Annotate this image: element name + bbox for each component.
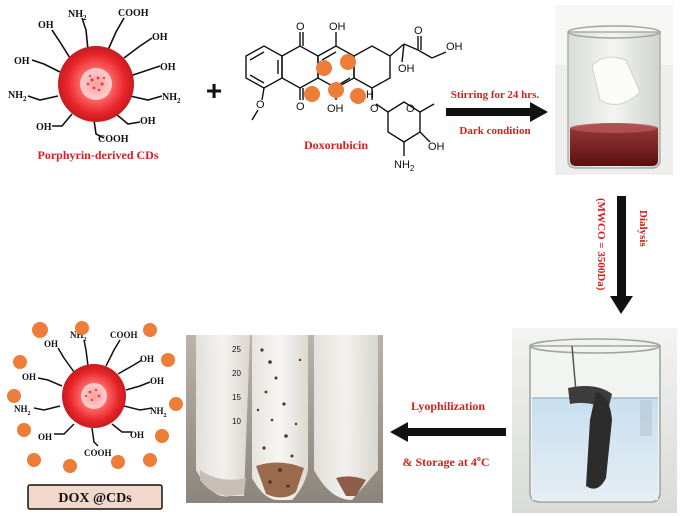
doxorubicin-structure bbox=[245, 32, 447, 156]
svg-text:O: O bbox=[406, 103, 415, 115]
step3-line1: Lyophilization bbox=[411, 399, 485, 413]
product-label-box: DOX @CDs bbox=[27, 484, 163, 510]
svg-text:OH: OH bbox=[446, 41, 463, 53]
step2-line2: (MWCO = 3500Da) bbox=[595, 198, 607, 291]
svg-text:OH: OH bbox=[22, 372, 36, 382]
beaker-photo-dialysis bbox=[512, 328, 677, 513]
svg-text:OH: OH bbox=[44, 339, 58, 349]
arrow-stir bbox=[446, 102, 548, 122]
svg-text:O: O bbox=[370, 103, 379, 115]
cd-group-oh: OH bbox=[140, 116, 156, 127]
svg-text:O: O bbox=[296, 21, 305, 33]
svg-text:H: H bbox=[366, 89, 374, 101]
plus-sign: + bbox=[206, 75, 222, 106]
svg-text:OH: OH bbox=[38, 432, 52, 442]
cd-group-oh: OH bbox=[36, 122, 52, 133]
reactant-label: Porphyrin-derived CDs bbox=[38, 148, 159, 162]
dox-loaded-dots bbox=[7, 321, 183, 473]
svg-text:O: O bbox=[296, 101, 305, 113]
cd-group-cooh: COOH bbox=[118, 8, 149, 19]
cd-group-oh: OH bbox=[14, 56, 30, 67]
cd-particle-top: OH NH2 COOH OH OH NH2 OH NH2 OH COOH OH bbox=[8, 8, 181, 145]
svg-text:COOH: COOH bbox=[84, 448, 112, 458]
svg-text:O: O bbox=[414, 25, 423, 37]
cd-group-nh2: NH2 bbox=[162, 92, 181, 105]
product-label: DOX @CDs bbox=[58, 491, 132, 506]
cd-group-oh: OH bbox=[38, 20, 54, 31]
cd-group-cooh: COOH bbox=[98, 134, 129, 145]
step3-line2: & Storage at 4oC bbox=[403, 454, 490, 469]
svg-text:NH2: NH2 bbox=[14, 404, 31, 417]
svg-text:NH2: NH2 bbox=[150, 406, 167, 419]
svg-text:OH: OH bbox=[150, 376, 164, 386]
cd-group-oh: OH bbox=[160, 62, 176, 73]
drug-label: Doxorubicin bbox=[304, 138, 368, 152]
tube-scale-15: 15 bbox=[232, 393, 241, 402]
tubes-photo: 25 20 15 10 bbox=[186, 335, 383, 503]
tube-scale-20: 20 bbox=[232, 369, 241, 378]
svg-text:COOH: COOH bbox=[110, 330, 138, 340]
dox-highlight-dots bbox=[304, 54, 366, 104]
svg-text:O: O bbox=[256, 99, 265, 111]
arrow-lyophilization bbox=[390, 422, 506, 442]
svg-text:NH2: NH2 bbox=[70, 330, 87, 343]
svg-text:OH: OH bbox=[329, 21, 346, 33]
step1-line2: Dark condition bbox=[459, 125, 530, 137]
tube-scale-25: 25 bbox=[232, 345, 241, 354]
cd-particle-loaded: OH NH2 COOH OH OH NH2 OH NH2 OH COOH OH bbox=[14, 330, 167, 458]
arrow-dialysis bbox=[610, 196, 633, 314]
cd-group-nh2: NH2 bbox=[8, 90, 27, 103]
cd-group-oh: OH bbox=[152, 32, 168, 43]
doxorubicin-atoms: O O OH OH O H O O OH OH O OH NH2 bbox=[256, 21, 463, 173]
svg-text:OH: OH bbox=[140, 354, 154, 364]
svg-text:OH: OH bbox=[327, 103, 344, 115]
step2-line1: Dialysis bbox=[637, 210, 649, 247]
svg-text:OH: OH bbox=[398, 63, 415, 75]
dox-nh2: NH2 bbox=[394, 159, 415, 173]
svg-text:OH: OH bbox=[130, 430, 144, 440]
svg-text:OH: OH bbox=[428, 141, 445, 153]
tube-scale-10: 10 bbox=[232, 417, 241, 426]
step1-line1: Stirring for 24 hrs. bbox=[451, 89, 540, 101]
cd-group-nh2: NH2 bbox=[68, 9, 87, 22]
beaker-photo-reaction bbox=[555, 5, 673, 175]
